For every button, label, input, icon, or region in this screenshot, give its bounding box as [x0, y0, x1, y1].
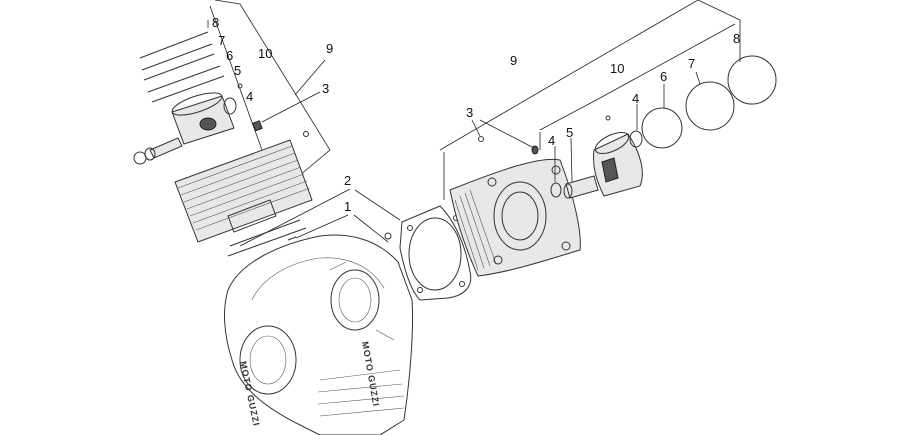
piston-right: [593, 115, 643, 197]
cylinder-left: [174, 139, 313, 243]
callout-10-left: 10: [258, 46, 272, 61]
base-gasket: [399, 205, 472, 301]
pin-left: [149, 137, 183, 159]
piston-left: [171, 83, 243, 145]
callout-8-left: 8: [212, 15, 219, 30]
ring-8-left: [139, 31, 209, 59]
dowel-3-left: [252, 120, 263, 132]
ring-6-right: [641, 107, 683, 149]
circlip-left-b: [144, 147, 156, 161]
leader-5-right: [570, 137, 573, 183]
ring-6b-left: [151, 75, 225, 103]
gasket-1-left: [287, 236, 297, 241]
callout-6-left: 6: [226, 48, 233, 63]
ring-8-right: [727, 55, 777, 105]
leader-bracket-10-right: [539, 23, 736, 131]
left-assembly: 8 7 6 5 4 10 9 3 2 1: [133, 0, 401, 257]
callout-8-right: 8: [733, 31, 740, 46]
leader-2-right: [354, 189, 401, 221]
callout-2: 2: [344, 173, 351, 188]
leader-1-left: [295, 214, 349, 239]
leader-9-left: [294, 59, 326, 96]
circlip-4b-right: [629, 130, 643, 148]
pin-right: [565, 175, 599, 199]
brand-text-right: MOTO GUZZI: [360, 341, 381, 408]
callout-3-left: 3: [322, 81, 329, 96]
dot-right: [478, 136, 484, 142]
callout-3-right: 3: [466, 105, 473, 120]
crankcase: MOTO GUZZI MOTO GUZZI: [224, 232, 414, 435]
callout-4a-right: 4: [548, 133, 555, 148]
leader-bracket-8-right: [697, 0, 741, 62]
callout-9-left: 9: [326, 41, 333, 56]
circlip-left-a: [133, 151, 147, 165]
leader-1-right: [353, 214, 389, 243]
callout-7-left: 7: [218, 33, 225, 48]
callout-1: 1: [344, 199, 351, 214]
callout-5-left: 5: [234, 63, 241, 78]
leader-bracket-9: [214, 0, 331, 176]
circlip-4a-right: [550, 182, 562, 198]
leader-3-right-b: [479, 119, 535, 149]
leader-7-right: [695, 71, 701, 85]
callout-6-right: 6: [660, 69, 667, 84]
brand-text-left: MOTO GUZZI: [238, 360, 262, 427]
circlip-4-left: [223, 97, 237, 115]
gasket-2b-left: [227, 227, 307, 257]
ring-7b-left: [143, 53, 215, 81]
dot-left: [303, 131, 309, 137]
callout-4-left: 4: [246, 89, 253, 104]
callout-7-right: 7: [688, 56, 695, 71]
callout-4b-right: 4: [632, 91, 639, 106]
ring-7-left: [141, 43, 213, 71]
ring-7-right: [685, 81, 735, 131]
callout-5-right: 5: [566, 125, 573, 140]
leader-3-left: [261, 91, 321, 123]
callout-10-right: 10: [610, 61, 624, 76]
leader-bracket-9-right: [439, 0, 699, 151]
callout-9-right: 9: [510, 53, 517, 68]
ring-6-left: [147, 65, 221, 93]
pin-end-right: [563, 183, 573, 199]
cylinder-right: [449, 158, 581, 277]
right-assembly: 9 10 8 7 6 3 4 5 4: [439, 0, 777, 277]
leader-2-left: [239, 188, 351, 247]
leader-3-right: [471, 119, 481, 137]
